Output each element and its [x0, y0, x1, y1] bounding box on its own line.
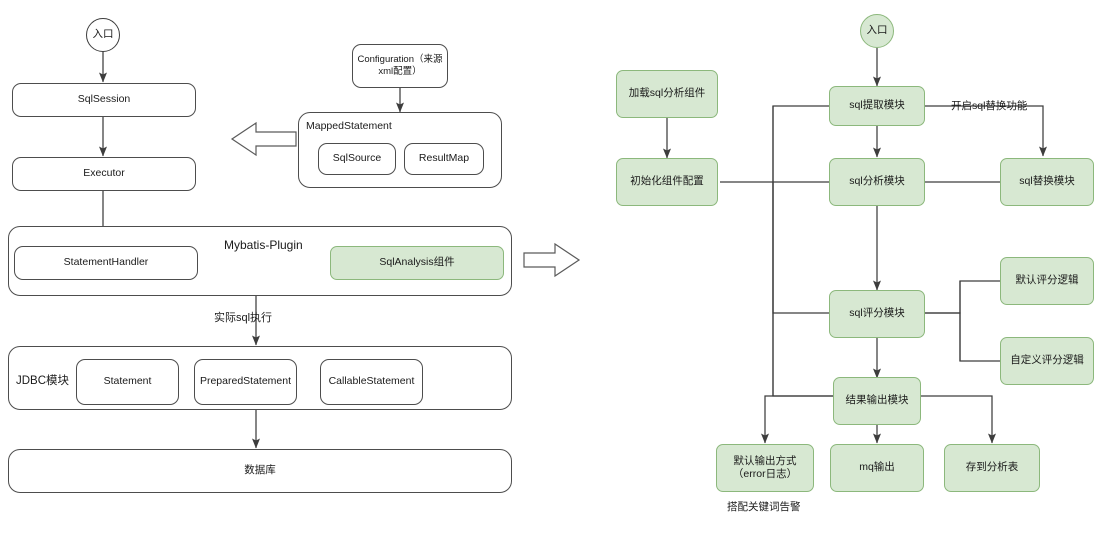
sqlanalysis-component-node[interactable]: SqlAnalysis组件 [330, 246, 504, 280]
sqlsession-label: SqlSession [77, 93, 131, 106]
edge-output-to-default [761, 395, 836, 444]
sql-replace-node[interactable]: sql替换模块 [1000, 158, 1094, 206]
sql-extract-node[interactable]: sql提取模块 [829, 86, 925, 126]
default-score-logic-node[interactable]: 默认评分逻辑 [1000, 257, 1094, 305]
sqlanalysis-component-label: SqlAnalysis组件 [379, 256, 455, 269]
sqlsource-label: SqlSource [332, 152, 382, 165]
edge-output-to-table [919, 395, 997, 444]
init-config-node[interactable]: 初始化组件配置 [616, 158, 718, 206]
sql-score-label: sql评分模块 [849, 307, 905, 320]
sqlsource-node[interactable]: SqlSource [318, 143, 396, 175]
sql-extract-label: sql提取模块 [849, 99, 905, 112]
executor-node[interactable]: Executor [12, 157, 196, 191]
sqlsession-node[interactable]: SqlSession [12, 83, 196, 117]
load-sql-component-node[interactable]: 加载sql分析组件 [616, 70, 718, 118]
jdbc-item-preparedstatement-label: PreparedStatement [199, 375, 292, 388]
statementhandler-node[interactable]: StatementHandler [14, 246, 198, 280]
output-default-label: 默认输出方式 （error日志） [732, 454, 798, 480]
result-output-label: 结果输出模块 [845, 394, 909, 407]
jdbc-item-callablestatement[interactable]: CallableStatement [320, 359, 423, 405]
sql-analyze-label: sql分析模块 [849, 175, 905, 188]
right-entry-label: 入口 [866, 24, 888, 37]
mappedstatement-title: MappedStatement [306, 120, 392, 132]
jdbc-item-callablestatement-label: CallableStatement [328, 375, 415, 388]
jdbc-module-title: JDBC模块 [16, 375, 70, 387]
output-mq-label: mq输出 [859, 461, 895, 474]
load-sql-component-label: 加载sql分析组件 [628, 87, 706, 100]
edge-extract-to-replace [925, 105, 1048, 157]
left-entry-label: 入口 [92, 28, 114, 41]
statementhandler-label: StatementHandler [63, 256, 149, 269]
custom-score-logic-label: 自定义评分逻辑 [1010, 354, 1084, 367]
left-entry-node[interactable]: 入口 [86, 18, 120, 52]
edge-bus-to-output [772, 182, 849, 400]
right-entry-node[interactable]: 入口 [860, 14, 894, 48]
custom-score-logic-node[interactable]: 自定义评分逻辑 [1000, 337, 1094, 385]
block-arrow-right-icon [523, 242, 581, 278]
output-table-node[interactable]: 存到分析表 [944, 444, 1040, 492]
database-label: 数据库 [244, 464, 276, 477]
jdbc-item-statement[interactable]: Statement [76, 359, 179, 405]
resultmap-node[interactable]: ResultMap [404, 143, 484, 175]
configuration-label: Configuration（来源xml配置） [357, 54, 443, 77]
default-score-logic-label: 默认评分逻辑 [1015, 274, 1079, 287]
database-node[interactable]: 数据库 [8, 449, 512, 493]
sql-replace-label: sql替换模块 [1019, 175, 1075, 188]
jdbc-item-statement-label: Statement [103, 375, 152, 388]
init-config-label: 初始化组件配置 [630, 175, 704, 188]
output-table-label: 存到分析表 [965, 461, 1019, 474]
sql-analyze-node[interactable]: sql分析模块 [829, 158, 925, 206]
edge-label-actual-sql-exec: 实际sql执行 [214, 312, 273, 324]
sql-score-node[interactable]: sql评分模块 [829, 290, 925, 338]
jdbc-item-preparedstatement[interactable]: PreparedStatement [194, 359, 297, 405]
resultmap-label: ResultMap [418, 152, 470, 165]
block-arrow-left-icon [230, 121, 297, 157]
result-output-node[interactable]: 结果输出模块 [833, 377, 921, 425]
output-mq-node[interactable]: mq输出 [830, 444, 924, 492]
mybatis-plugin-title: Mybatis-Plugin [224, 238, 303, 252]
edge-label-enable-sql-replace: 开启sql替换功能 [951, 100, 1028, 112]
configuration-node[interactable]: Configuration（来源xml配置） [352, 44, 448, 88]
executor-label: Executor [83, 167, 125, 180]
output-default-node[interactable]: 默认输出方式 （error日志） [716, 444, 814, 492]
note-keyword-alarm: 搭配关键词告警 [727, 501, 801, 513]
